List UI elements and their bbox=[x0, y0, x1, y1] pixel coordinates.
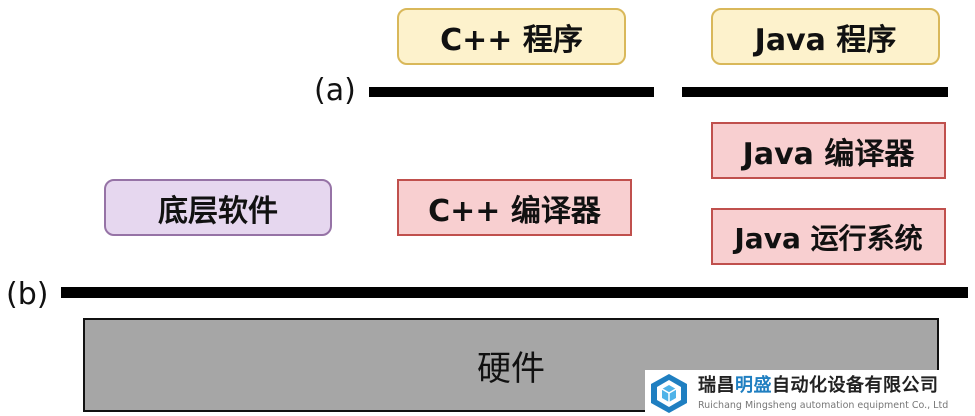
layer-a-line-left bbox=[369, 87, 654, 97]
company-watermark: 瑞昌明盛自动化设备有限公司 Ruichang Mingsheng automat… bbox=[645, 370, 975, 416]
hardware-box: 硬件 bbox=[83, 318, 939, 412]
watermark-name-suffix: 自动化设备有限公司 bbox=[772, 374, 939, 396]
java-runtime-label: Java 运行系统 bbox=[734, 221, 923, 255]
watermark-text: 瑞昌明盛自动化设备有限公司 Ruichang Mingsheng automat… bbox=[698, 375, 948, 412]
cube-logo-icon bbox=[651, 374, 687, 413]
layer-a-line-right bbox=[682, 87, 948, 97]
java-program-box: Java 程序 bbox=[711, 8, 940, 65]
cpp-program-label: C++ 程序 bbox=[440, 22, 583, 58]
layer-b-line bbox=[61, 287, 968, 298]
cpp-compiler-label: C++ 编译器 bbox=[428, 193, 601, 229]
low-level-software-box: 底层软件 bbox=[104, 179, 332, 236]
watermark-company-name: 瑞昌明盛自动化设备有限公司 bbox=[698, 375, 948, 397]
watermark-english-name: Ruichang Mingsheng automation equipment … bbox=[698, 399, 949, 411]
watermark-name-prefix: 瑞昌 bbox=[698, 374, 735, 396]
watermark-name-highlight: 明盛 bbox=[735, 374, 772, 396]
layer-b-label: (b) bbox=[6, 277, 49, 312]
layer-a-label: (a) bbox=[314, 73, 356, 108]
java-runtime-box: Java 运行系统 bbox=[711, 208, 946, 265]
cpp-compiler-box: C++ 编译器 bbox=[397, 179, 632, 236]
cpp-program-box: C++ 程序 bbox=[397, 8, 626, 65]
java-compiler-box: Java 编译器 bbox=[711, 122, 946, 179]
java-program-label: Java 程序 bbox=[754, 22, 897, 58]
java-compiler-label: Java 编译器 bbox=[742, 136, 915, 172]
low-level-software-label: 底层软件 bbox=[158, 193, 278, 229]
hardware-label: 硬件 bbox=[477, 348, 545, 389]
